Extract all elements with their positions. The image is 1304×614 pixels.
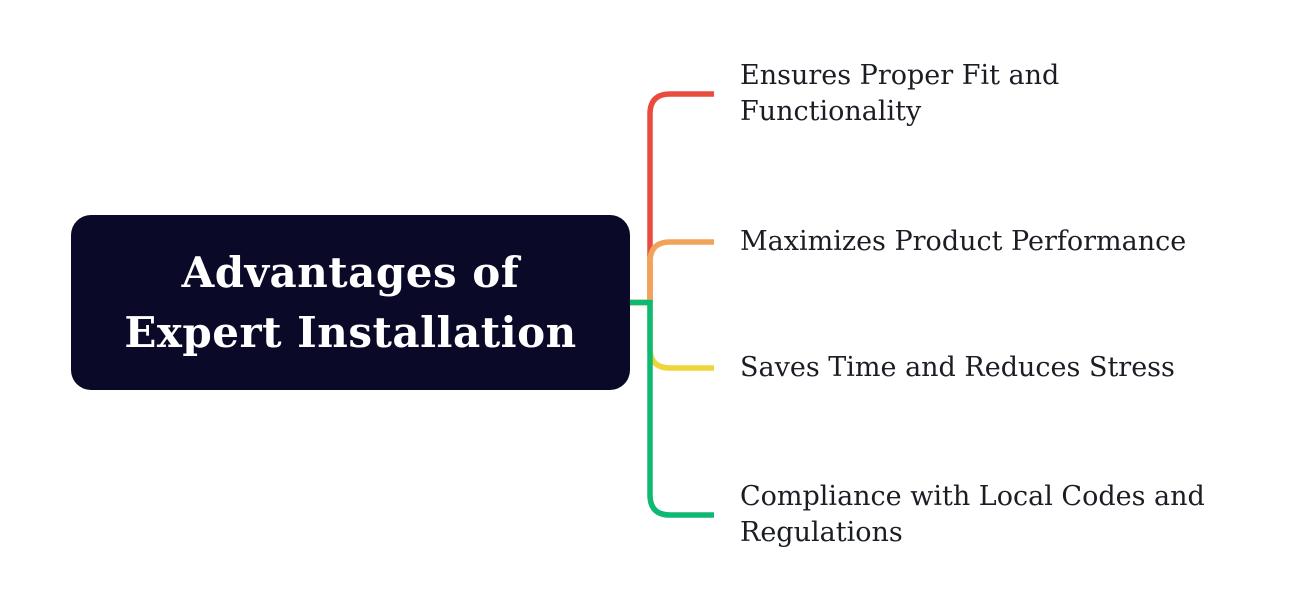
branch-label-4: Compliance with Local Codes and Regulati…: [740, 481, 1205, 548]
central-topic-node: Advantages of Expert Installation: [71, 215, 630, 390]
branch-line-4: [630, 299, 714, 518]
branch-label-3: Saves Time and Reduces Stress: [740, 352, 1175, 383]
branch-line-1: [630, 91, 714, 306]
branch-line-3: [630, 299, 714, 371]
central-topic-title: Advantages of Expert Installation: [124, 247, 577, 357]
branch-line-2: [630, 239, 714, 306]
branch-label-1: Ensures Proper Fit and Functionality: [740, 60, 1060, 127]
branch-label-2: Maximizes Product Performance: [740, 226, 1187, 257]
